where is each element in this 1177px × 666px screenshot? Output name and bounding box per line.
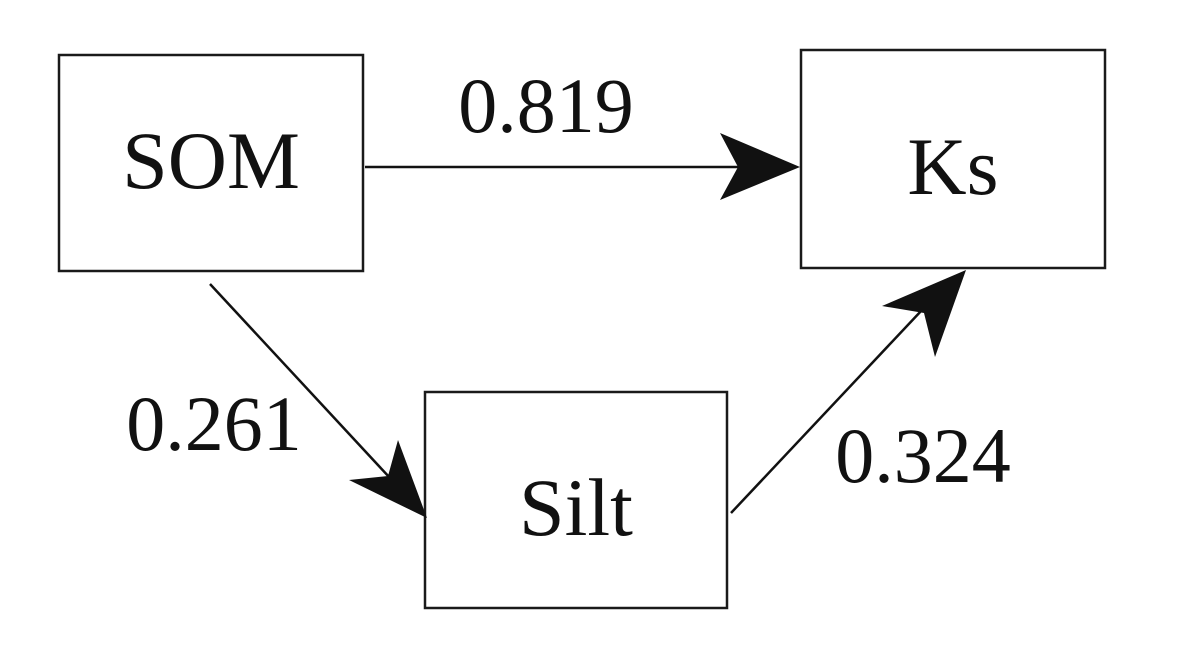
node-som-box xyxy=(57,53,365,273)
node-ks-box xyxy=(799,48,1107,270)
edge-som-silt-arrowhead xyxy=(349,440,427,518)
edge-som-silt: 0.261 xyxy=(126,283,427,518)
edge-som-ks-arrowhead xyxy=(720,133,800,200)
edge-som-silt-weight: 0.261 xyxy=(126,380,302,467)
node-ks: Ks xyxy=(799,48,1107,270)
edge-som-silt-line xyxy=(209,283,391,479)
edge-som-ks-weight: 0.819 xyxy=(458,62,634,149)
node-som-label: SOM xyxy=(122,115,300,206)
node-som: SOM xyxy=(57,53,365,273)
edge-silt-ks-weight: 0.324 xyxy=(835,412,1011,499)
edge-silt-ks-arrowhead xyxy=(882,270,966,357)
node-silt: Silt xyxy=(423,390,729,610)
node-silt-label: Silt xyxy=(519,462,633,553)
edge-som-ks: 0.819 xyxy=(365,62,800,200)
node-ks-label: Ks xyxy=(907,121,998,212)
edge-silt-ks: 0.324 xyxy=(730,270,1011,514)
edge-silt-ks-line xyxy=(730,309,923,514)
node-silt-box xyxy=(423,390,729,610)
